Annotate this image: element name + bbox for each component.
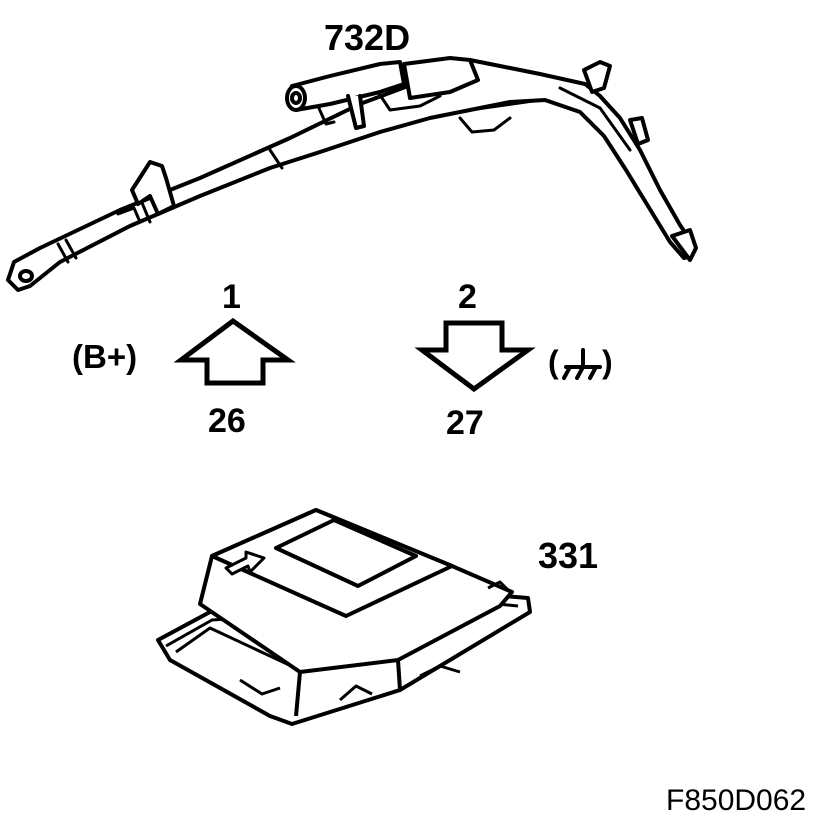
supply-label: (B+) xyxy=(72,338,138,375)
down-arrow-icon xyxy=(414,320,536,393)
ground-close-paren: ) xyxy=(602,344,613,380)
control-unit-part-number: 331 xyxy=(538,535,599,576)
ground-icon xyxy=(562,348,602,380)
ground-open-paren: ( xyxy=(548,344,559,380)
airbag-part-number: 732D xyxy=(324,17,411,58)
pin-up-top-label: 1 xyxy=(222,278,241,316)
pin-up-bottom-label: 26 xyxy=(208,402,246,440)
pin-down-top-label: 2 xyxy=(458,278,477,316)
up-arrow-icon xyxy=(173,317,296,386)
pin-down-bottom-label: 27 xyxy=(446,404,484,442)
figure-code: F850D062 xyxy=(666,784,807,817)
curtain-airbag-drawing xyxy=(6,56,698,292)
airbag-control-module-drawing xyxy=(156,508,532,726)
